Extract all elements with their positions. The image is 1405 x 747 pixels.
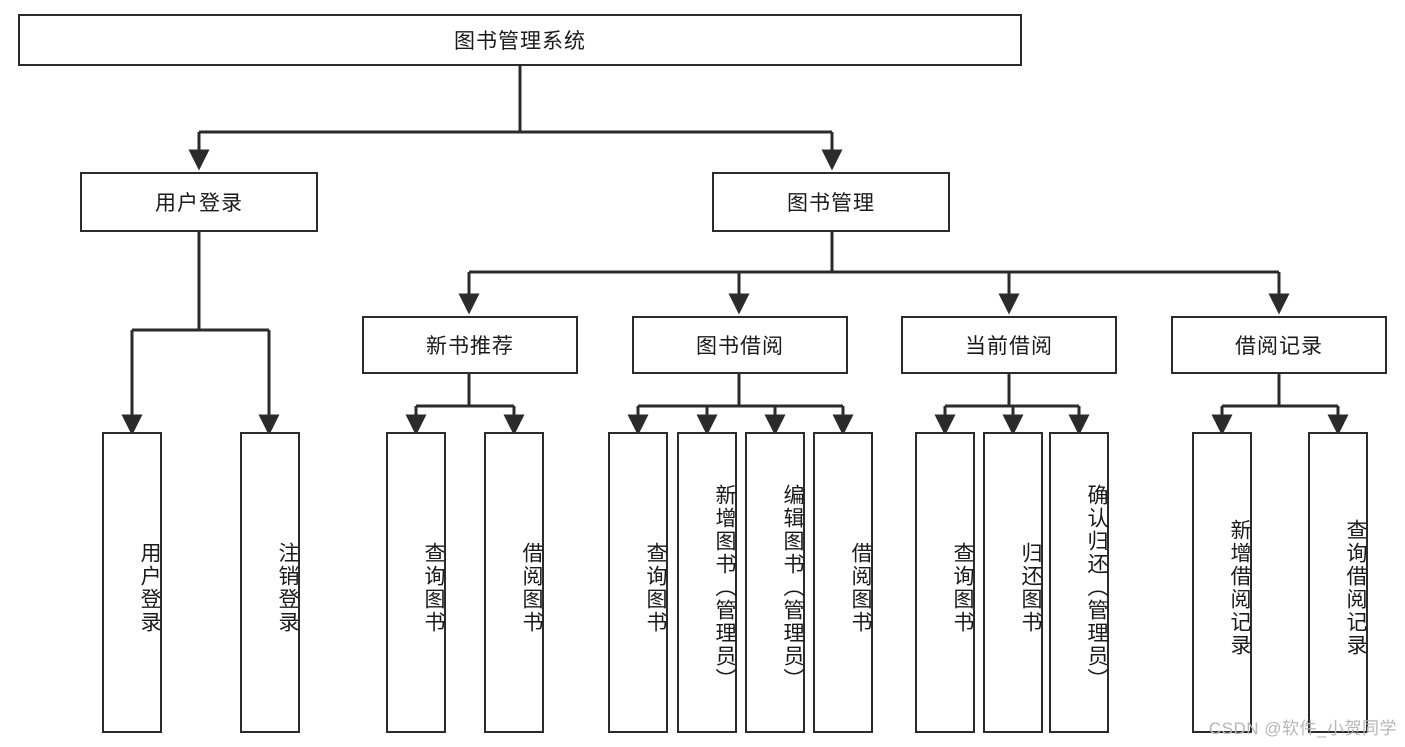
node-label: 归还图书 — [1019, 541, 1042, 634]
node-leaf-user-login[interactable]: 用户登录 — [102, 432, 162, 733]
node-leaf-borrow-book-2[interactable]: 借阅图书 — [813, 432, 873, 733]
node-label: 查询图书 — [644, 541, 667, 634]
node-leaf-logout[interactable]: 注销登录 — [240, 432, 300, 733]
node-leaf-borrow-book-1[interactable]: 借阅图书 — [484, 432, 544, 733]
node-label: 新增图书（管理员） — [713, 484, 736, 691]
node-leaf-query-book-2[interactable]: 查询图书 — [608, 432, 668, 733]
node-label: 确认归还（管理员） — [1085, 484, 1108, 691]
node-label: 查询借阅记录 — [1344, 518, 1367, 657]
node-label: 注销登录 — [276, 541, 299, 634]
node-leaf-query-book-3[interactable]: 查询图书 — [915, 432, 975, 733]
node-label: 查询图书 — [422, 541, 445, 634]
watermark-text: CSDN @软件_小贺同学 — [1208, 719, 1397, 738]
node-root-system[interactable]: 图书管理系统 — [18, 14, 1022, 66]
node-label: 借阅记录 — [1235, 335, 1323, 358]
node-label: 借阅图书 — [849, 541, 872, 634]
node-borrow-record[interactable]: 借阅记录 — [1171, 316, 1387, 374]
node-leaf-confirm-return[interactable]: 确认归还（管理员） — [1049, 432, 1109, 733]
node-label: 图书借阅 — [696, 335, 784, 358]
node-label: 用户登录 — [138, 541, 161, 634]
node-leaf-add-book[interactable]: 新增图书（管理员） — [677, 432, 737, 733]
node-label: 当前借阅 — [965, 335, 1053, 358]
node-book-manage[interactable]: 图书管理 — [712, 172, 950, 232]
node-current-borrow[interactable]: 当前借阅 — [901, 316, 1117, 374]
node-label: 图书管理系统 — [454, 30, 586, 53]
node-leaf-query-book-1[interactable]: 查询图书 — [386, 432, 446, 733]
node-leaf-edit-book[interactable]: 编辑图书（管理员） — [745, 432, 805, 733]
node-leaf-return-book[interactable]: 归还图书 — [983, 432, 1043, 733]
node-user-login[interactable]: 用户登录 — [80, 172, 318, 232]
node-label: 用户登录 — [155, 192, 243, 215]
node-new-book-rec[interactable]: 新书推荐 — [362, 316, 578, 374]
node-label: 新书推荐 — [426, 335, 514, 358]
node-leaf-query-record[interactable]: 查询借阅记录 — [1308, 432, 1368, 733]
node-label: 编辑图书（管理员） — [781, 484, 804, 691]
node-book-borrow[interactable]: 图书借阅 — [632, 316, 848, 374]
node-label: 图书管理 — [787, 192, 875, 215]
node-label: 借阅图书 — [520, 541, 543, 634]
node-label: 新增借阅记录 — [1228, 518, 1251, 657]
node-label: 查询图书 — [951, 541, 974, 634]
node-leaf-add-record[interactable]: 新增借阅记录 — [1192, 432, 1252, 733]
